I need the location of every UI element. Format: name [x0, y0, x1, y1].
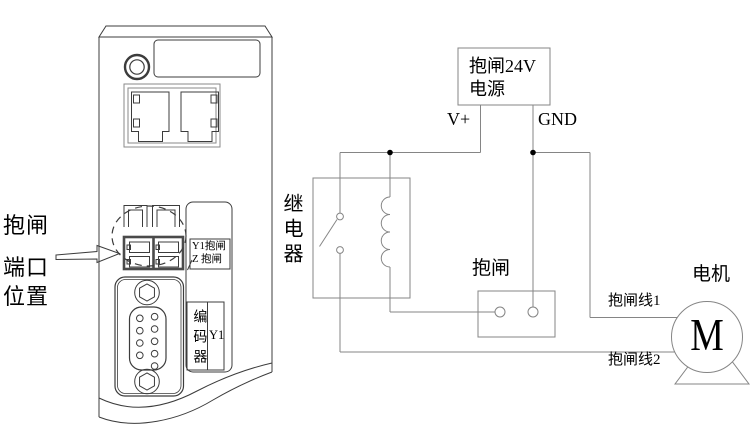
junction-dot-vplus: [387, 149, 393, 156]
coil-symbol: [380, 152, 391, 312]
screw-bottom: [139, 372, 155, 391]
brake-label: 抱闸: [472, 258, 511, 279]
brake-connector-brackets: [123, 205, 180, 227]
terminal-label-y1: Y1抱闸: [192, 241, 226, 252]
motor-circle: [671, 301, 743, 373]
label-leader-line: [187, 259, 193, 271]
relay-box: [312, 177, 411, 299]
port-location-arrow: [55, 244, 121, 264]
brake-wire2-label: 抱闸线2: [608, 352, 661, 368]
brake-wire1-label: 抱闸线1: [608, 293, 661, 309]
power-supply-box: [457, 47, 551, 106]
motor-symbol: M: [690, 309, 724, 360]
device-top-bevel: [98, 25, 273, 38]
device-name-plate: [153, 39, 261, 78]
brake-terminal-block: [122, 235, 185, 271]
vplus-label: V+: [447, 109, 471, 129]
rj45-jack-left: [131, 91, 170, 142]
label-strip: [185, 201, 233, 373]
terminal-label-z: Z 抱闸: [192, 254, 223, 265]
round-button: [123, 53, 151, 81]
gnd-label: GND: [538, 109, 577, 129]
encoder-port-label: Y1: [209, 328, 225, 342]
ethernet-ports: [123, 83, 221, 148]
switch-symbol: [319, 212, 344, 254]
brake-wiring-schematic: [312, 47, 750, 385]
round-button-inner: [129, 59, 145, 75]
rj45-jack-right: [180, 91, 219, 142]
port-highlight-ellipse: [111, 205, 187, 267]
motor-label: 电机: [692, 264, 731, 285]
encoder-label: 编码器: [191, 309, 207, 369]
power-supply-label-line2: 电源: [469, 79, 505, 99]
break-curve-upper: [98, 362, 273, 408]
brake-terminal-label-box: [189, 238, 231, 270]
brake-terminal-left: [494, 306, 506, 318]
junction-dot-gnd: [530, 149, 536, 156]
power-supply-label-line1: 抱闸24V: [469, 56, 536, 76]
port-location-label-line2: 端口: [3, 255, 50, 280]
db9-encoder-connector: [114, 276, 185, 397]
servo-drive-front-view: [55, 25, 273, 448]
screw-top: [139, 283, 155, 302]
brake-terminal-right: [527, 306, 539, 318]
brake-box: [477, 290, 556, 338]
encoder-label-box: [186, 301, 225, 371]
port-location-label-line1: 抱闸: [3, 213, 50, 238]
port-location-label-line3: 位置: [3, 284, 50, 309]
relay-label: 继电器: [280, 193, 302, 268]
break-curve-lower: [98, 371, 273, 424]
break-mask: [99, 363, 272, 448]
